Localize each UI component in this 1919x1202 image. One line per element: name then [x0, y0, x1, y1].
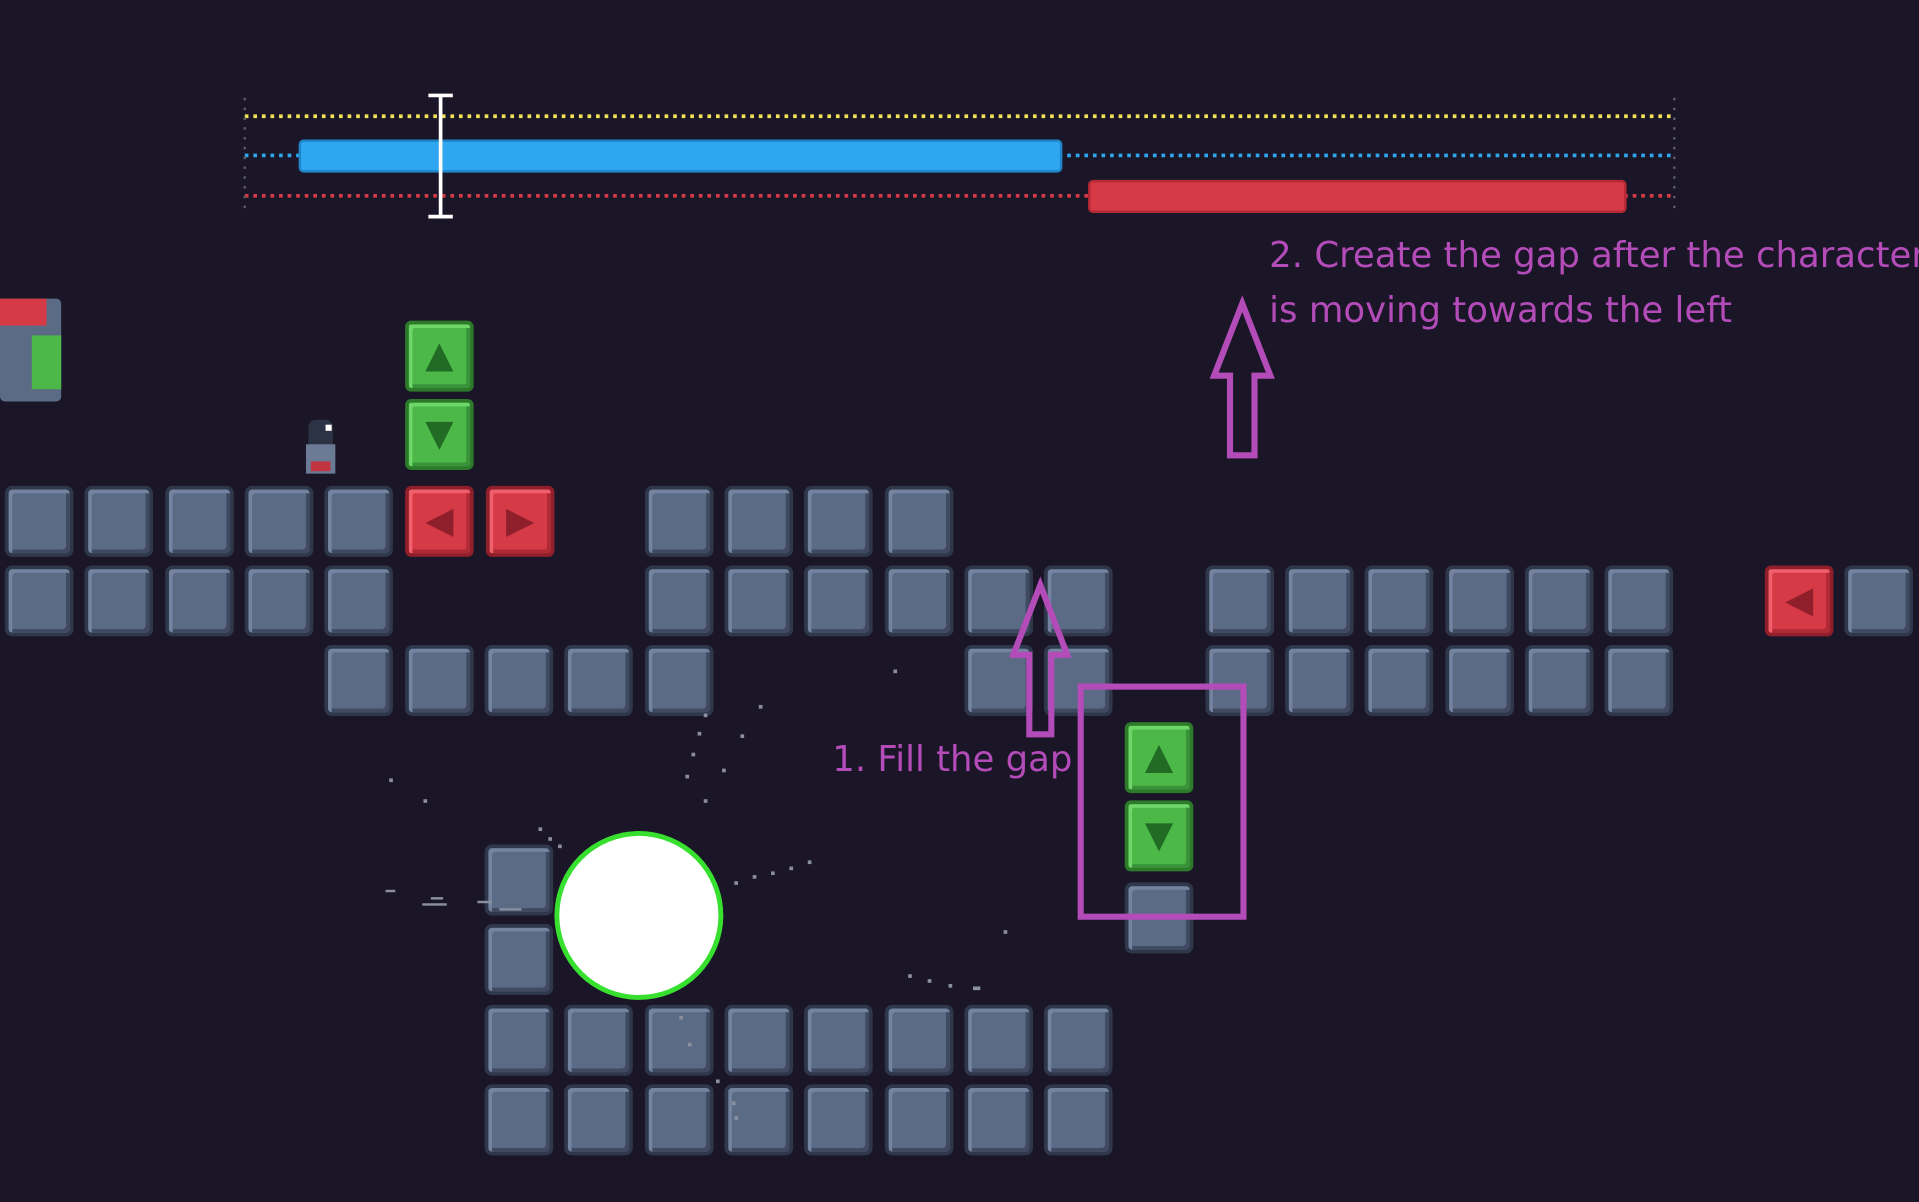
timeline-bar-red[interactable] — [1088, 179, 1627, 213]
stone-tile — [1043, 1084, 1113, 1156]
stone-tile — [804, 1004, 873, 1076]
stone-tile — [804, 485, 873, 557]
partial-sprite — [0, 298, 62, 402]
stone-tile — [964, 565, 1033, 637]
arrow-down-icon: ▼ — [425, 412, 454, 456]
stone-tile — [1604, 565, 1674, 637]
stone-tile — [884, 565, 954, 637]
arrow-right-icon: ▶ — [506, 499, 535, 543]
green-down-block: ▼ — [405, 398, 474, 470]
stone-tile — [244, 485, 314, 557]
stone-tile — [1445, 644, 1514, 716]
up-arrow-annotation-2 — [1209, 295, 1275, 459]
arrow-left-icon: ◀ — [425, 499, 454, 543]
stone-tile — [405, 644, 474, 716]
stone-tile — [1043, 644, 1113, 716]
red-left-block: ◀ — [1764, 565, 1834, 637]
stone-tile — [1285, 644, 1354, 716]
player-character — [304, 419, 338, 481]
red-right-block: ▶ — [485, 485, 555, 557]
stone-tile — [484, 1084, 554, 1156]
stone-tile — [724, 1004, 794, 1076]
annotation-step-2-line-2: is moving towards the left — [1269, 288, 1732, 331]
stone-tile — [1205, 644, 1275, 716]
stone-tile — [1524, 565, 1594, 637]
stone-tile — [1604, 644, 1674, 716]
arrow-up-icon: ▲ — [425, 334, 454, 377]
stone-tile — [644, 644, 714, 716]
bright-orb — [559, 835, 719, 996]
red-left-block: ◀ — [405, 485, 474, 557]
stone-tile — [644, 1084, 714, 1156]
arrow-down-icon: ▼ — [1144, 813, 1174, 857]
stone-tile — [964, 1004, 1033, 1076]
timeline-cursor[interactable] — [428, 93, 453, 219]
stone-tile — [84, 565, 153, 637]
stone-tile — [644, 485, 714, 557]
stone-tile — [564, 1084, 633, 1156]
stone-tile — [884, 1084, 954, 1156]
timeline — [243, 93, 1676, 219]
stone-tile — [964, 1084, 1033, 1156]
stone-tile — [484, 844, 554, 916]
stone-tile — [1844, 565, 1913, 637]
stone-tile — [644, 1004, 714, 1076]
stone-tile — [484, 924, 554, 996]
stone-tile — [884, 1004, 954, 1076]
stone-tile — [244, 565, 314, 637]
stone-tile — [324, 565, 393, 637]
stone-tile — [1043, 1004, 1113, 1076]
stone-tile — [484, 644, 554, 716]
annotation-step-2-line-1: 2. Create the gap after the character — [1269, 233, 1919, 276]
stone-tile — [1364, 565, 1434, 637]
stone-tile — [964, 644, 1033, 716]
stone-tile — [324, 644, 393, 716]
stone-tile — [1364, 644, 1434, 716]
green-up-block: ▲ — [405, 320, 474, 392]
stone-tile — [1205, 565, 1275, 637]
stone-tile — [4, 565, 74, 637]
stone-tile — [84, 485, 153, 557]
stone-tile — [484, 1004, 554, 1076]
stone-tile — [724, 565, 794, 637]
stone-tile — [804, 1084, 873, 1156]
stone-tile — [1445, 565, 1514, 637]
stone-tile — [1524, 644, 1594, 716]
stone-tile — [4, 485, 74, 557]
up-arrow-annotation-1 — [1008, 576, 1072, 738]
arrow-left-icon: ◀ — [1785, 578, 1814, 622]
highlight-box — [1077, 683, 1247, 920]
arrow-up-icon: ▲ — [1144, 735, 1174, 779]
stone-tile — [165, 485, 234, 557]
timeline-bar-blue[interactable] — [298, 139, 1063, 173]
stone-tile — [564, 1004, 633, 1076]
stone-tile — [644, 565, 714, 637]
green-down-block: ▼ — [1124, 800, 1194, 872]
green-up-block: ▲ — [1124, 722, 1194, 794]
stone-tile — [804, 565, 873, 637]
stone-tile — [324, 485, 393, 557]
stone-tile — [1285, 565, 1354, 637]
annotation-step-1: 1. Fill the gap — [832, 738, 1073, 780]
stone-tile — [884, 485, 954, 557]
stone-tile — [724, 485, 794, 557]
stone-tile — [165, 565, 234, 637]
stone-tile — [564, 644, 633, 716]
